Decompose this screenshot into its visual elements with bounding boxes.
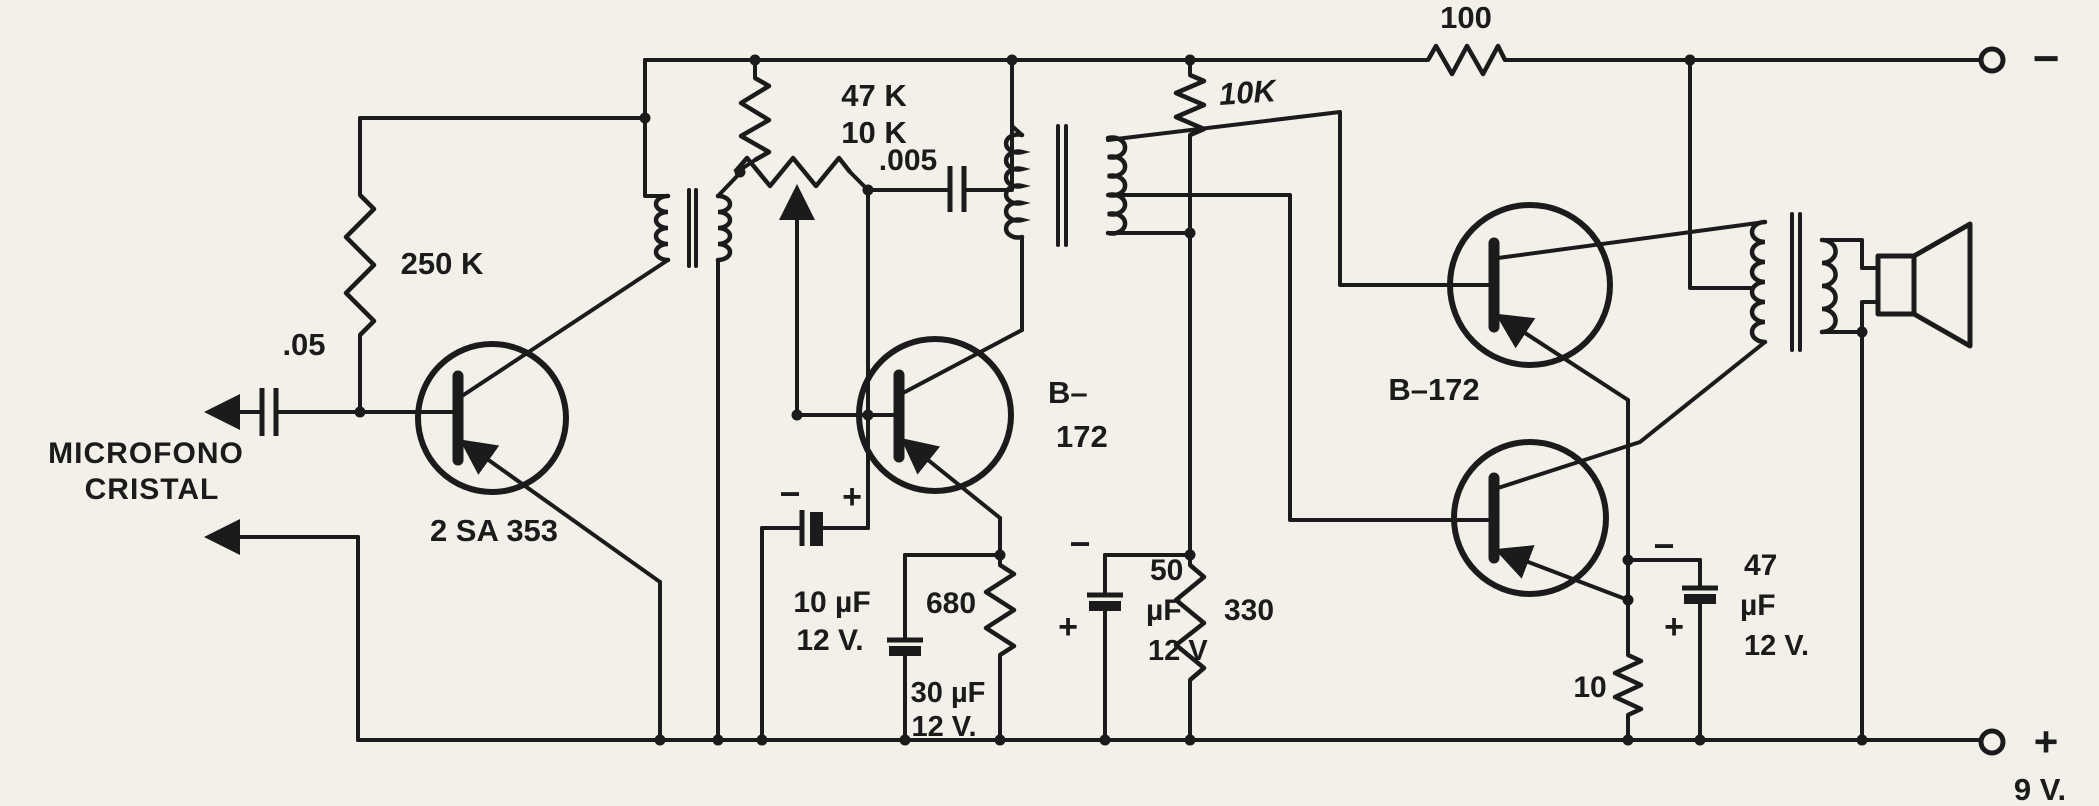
label-res-10k-pot: 10 K	[841, 115, 907, 150]
speaker	[1875, 221, 1973, 349]
label-q2-line2: 172	[1056, 419, 1108, 454]
resistor-100	[1426, 43, 1508, 77]
label-terminal-pos: +	[2034, 718, 2059, 765]
label-c50-plus: +	[1058, 608, 1078, 646]
label-c47-minus: −	[1653, 525, 1674, 566]
transformer-output	[1749, 212, 1838, 352]
capacitor-005	[947, 166, 967, 212]
resistor-680	[983, 563, 1017, 657]
transistor-b172-lower	[1451, 439, 1609, 597]
resistor-330	[1173, 563, 1207, 682]
label-res-680: 680	[926, 587, 976, 620]
resistor-10	[1612, 652, 1644, 718]
label-cap-005: .005	[879, 144, 937, 177]
resistors	[343, 43, 1644, 718]
capacitor-05	[259, 388, 279, 436]
terminal-negative	[1978, 46, 2006, 74]
label-c47-plus: +	[1664, 608, 1684, 646]
arrows	[204, 184, 1630, 602]
label-res-100: 100	[1440, 0, 1492, 35]
speaker-top-lead	[1820, 238, 1880, 270]
label-cap-30uf-v: 12 V.	[911, 711, 976, 743]
label-q2-line1: B–	[1048, 375, 1088, 410]
capacitor-10uf	[799, 510, 823, 546]
transistor-2sa353	[415, 341, 569, 495]
q1-emitter-arrow	[459, 439, 662, 584]
terminals	[1978, 46, 2006, 756]
label-terminal-neg: −	[2033, 32, 2060, 84]
label-res-47k: 47 K	[841, 78, 907, 113]
q2-collector-wire	[901, 328, 1024, 395]
center-tap-feed	[1688, 58, 1754, 290]
capacitor-50uf	[1087, 592, 1123, 611]
capacitor-30uf	[887, 637, 923, 656]
terminal-positive	[1978, 728, 2006, 756]
label-cap-50uf-v: 12 V	[1148, 635, 1208, 667]
label-cap-30uf: 30 µF	[911, 677, 986, 709]
label-q34: B–172	[1388, 372, 1479, 407]
resistor-250k	[343, 193, 377, 337]
label-battery: 9 V.	[2014, 772, 2066, 806]
junction-dots	[354, 54, 1868, 746]
label-cap-10uf-v: 12 V.	[796, 624, 863, 657]
q4-emitter-arrow	[1494, 545, 1630, 602]
label-q1: 2 SA 353	[430, 513, 558, 548]
label-cap-50uf-u: µF	[1146, 594, 1182, 627]
driver-sec-mid-wire	[1106, 193, 1491, 522]
driver-sec-top-wire	[1106, 110, 1491, 287]
label-c50-minus: −	[1069, 523, 1090, 564]
label-microfono: MICROFONO	[48, 437, 244, 470]
label-cap-50uf: 50	[1150, 554, 1183, 587]
label-cap-47uf-u: µF	[1740, 589, 1776, 622]
transistor-b172-upper	[1447, 202, 1613, 368]
label-res-10: 10	[1573, 671, 1606, 704]
wires	[274, 58, 1983, 742]
label-cristal: CRISTAL	[85, 473, 220, 506]
c005-right-lead	[962, 58, 1014, 192]
label-cap-47uf-v: 12 V.	[1744, 630, 1809, 662]
label-res-10k: 10K	[1218, 73, 1280, 112]
label-cap-10uf: 10 µF	[793, 586, 870, 619]
label-res-330: 330	[1224, 594, 1274, 627]
left-rail-drop	[643, 58, 670, 198]
label-c10-minus: −	[779, 473, 800, 514]
resistor-10k	[1173, 72, 1207, 138]
transformers	[653, 124, 1838, 352]
speaker-bottom-lead	[1820, 300, 1880, 334]
q3-collector-wire	[1496, 220, 1767, 260]
transistors	[415, 202, 1613, 597]
t1-secondary-top	[716, 171, 742, 198]
capacitor-47uf	[1682, 585, 1718, 604]
label-cap-47uf: 47	[1744, 549, 1777, 582]
label-c10-plus: +	[842, 478, 862, 516]
q1-collector-wire	[460, 258, 670, 398]
q4-collector-wire	[1496, 340, 1767, 490]
q2-emitter-arrow	[900, 437, 1002, 520]
transformer-driver	[1003, 124, 1128, 247]
transformer-input	[653, 188, 733, 268]
capacitors	[259, 166, 1718, 656]
potentiometer-10k	[733, 155, 852, 189]
resistor-47k	[738, 76, 772, 162]
label-cap-05: .05	[282, 327, 325, 362]
transistor-b172-driver	[856, 336, 1014, 494]
labels: MICROFONO CRISTAL .05 250 K 2 SA 353 47 …	[48, 0, 2066, 806]
label-res-250k: 250 K	[401, 246, 484, 281]
